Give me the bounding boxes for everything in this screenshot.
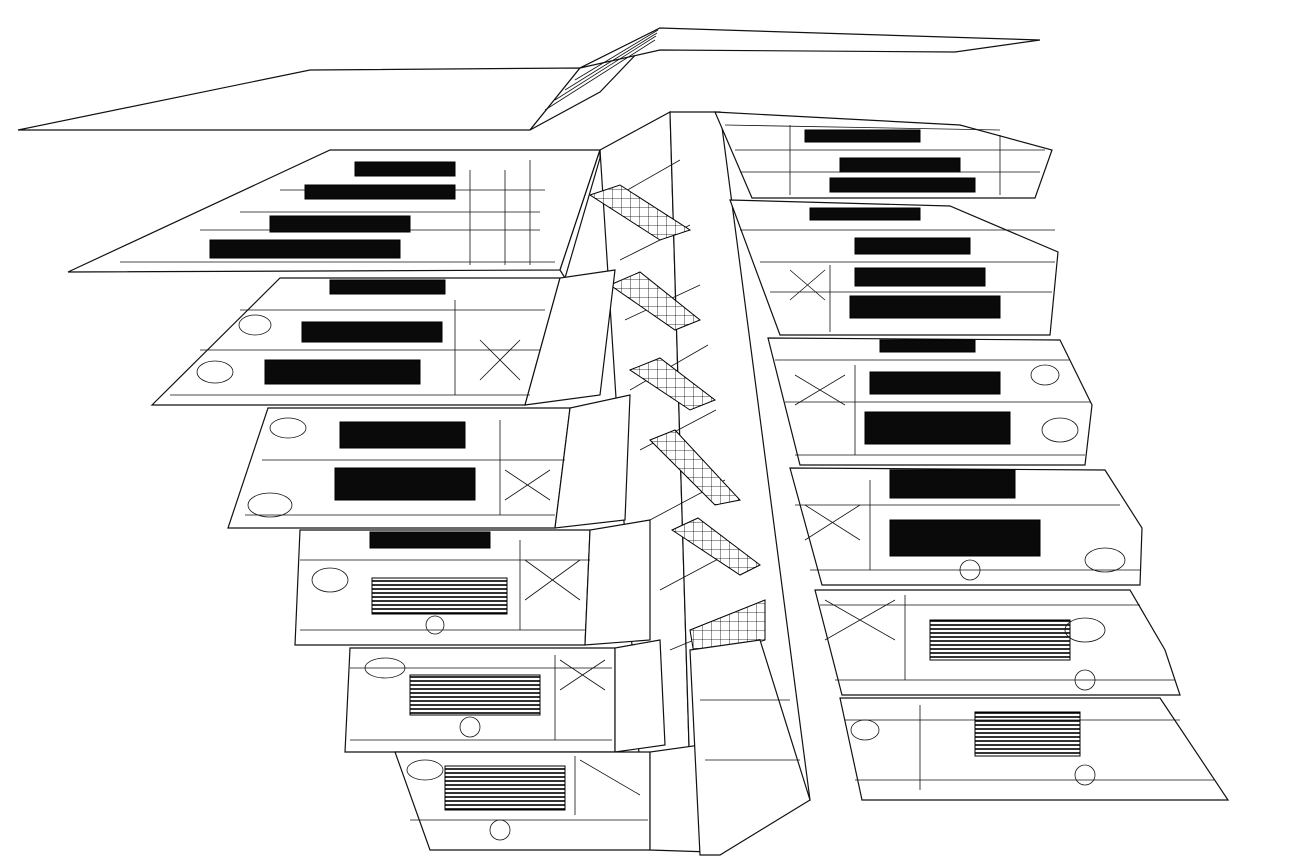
stair-flight [588,184,692,241]
floor-plate [294,519,651,646]
roof-canopy [17,27,1041,131]
core-base [689,639,811,856]
floor-plate [394,744,711,853]
floor-plate [789,467,1143,586]
right-wing [714,111,1230,801]
floor-plate [227,394,631,529]
stair-flight [649,429,741,506]
floor-plate [344,639,666,753]
stair-flight [670,517,761,576]
floor-plate [839,697,1230,801]
floor-plate [729,199,1059,336]
floor-plate [150,269,616,406]
floor-plate [767,337,1093,466]
central-stair-core [588,111,811,801]
floor-plate [67,149,601,280]
floor-plate [714,111,1053,199]
floor-plate [814,589,1181,696]
left-wing [67,149,711,853]
stair-flight [628,357,717,411]
stair-flight [608,271,701,331]
